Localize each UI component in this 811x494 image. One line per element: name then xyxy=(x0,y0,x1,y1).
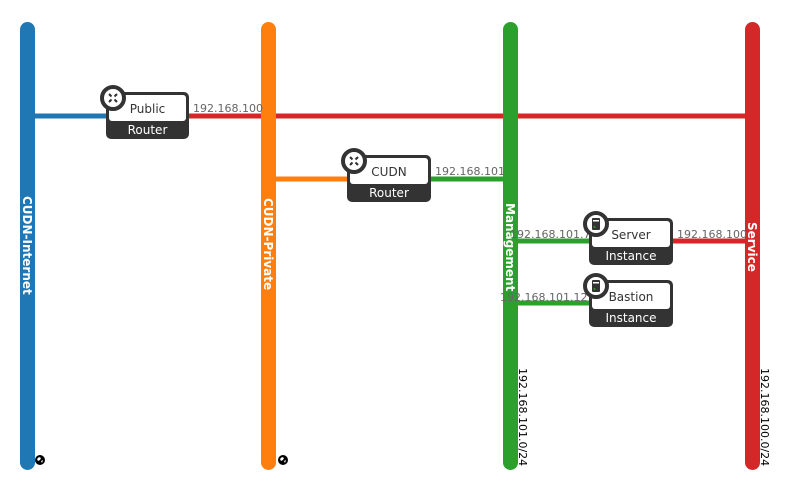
ip-labels-layer: 192.168.100 192.168.101 192.168.101.7 19… xyxy=(193,102,747,304)
server-icon xyxy=(583,211,609,237)
network-cudn-internet[interactable]: CUDN-Internet xyxy=(20,22,45,470)
network-cidr: 192.168.100.0/24 xyxy=(758,368,771,466)
device-name-area xyxy=(592,283,670,309)
ip-label: 192.168.101 xyxy=(435,165,505,178)
ip-label: 192.168.100 xyxy=(677,228,747,241)
device-name: Public xyxy=(130,102,166,116)
ip-label: 192.168.100 xyxy=(193,102,263,115)
network-bar[interactable] xyxy=(745,22,760,470)
device-name-area xyxy=(592,221,670,247)
network-management[interactable]: Management 192.168.101.0/24 xyxy=(503,22,529,470)
device-public-router[interactable]: Public Router xyxy=(100,85,189,139)
ip-label: 192.168.101.7 xyxy=(510,228,590,241)
server-icon xyxy=(583,273,609,299)
network-bar[interactable] xyxy=(261,22,276,470)
device-name: Bastion xyxy=(609,290,654,304)
network-name: CUDN-Private xyxy=(261,198,275,290)
device-type: Instance xyxy=(605,249,656,263)
router-icon xyxy=(100,85,126,111)
device-name: Server xyxy=(611,228,650,242)
device-name-area xyxy=(109,95,186,121)
device-name-area xyxy=(350,158,428,184)
network-cudn-private[interactable]: CUDN-Private xyxy=(261,22,288,470)
network-bar[interactable] xyxy=(503,22,518,470)
links-layer xyxy=(27,113,752,306)
network-name: Service xyxy=(745,222,759,272)
device-type: Router xyxy=(369,186,409,200)
devices-layer: Public Router CUDN Router Server xyxy=(100,85,673,327)
device-cudn-router[interactable]: CUDN Router xyxy=(341,148,431,202)
network-name: CUDN-Internet xyxy=(20,196,34,295)
network-name: Management xyxy=(503,203,517,292)
network-cidr: 192.168.101.0/24 xyxy=(516,368,529,466)
network-service[interactable]: Service 192.168.100.0/24 xyxy=(745,22,771,470)
device-bastion-instance[interactable]: Bastion Instance xyxy=(583,273,673,327)
globe-icon xyxy=(278,455,288,465)
device-name: CUDN xyxy=(371,165,406,179)
networks-layer: CUDN-Internet CUDN-Private Management 19… xyxy=(20,22,771,470)
ip-label: 192.168.101.12 xyxy=(500,291,587,304)
globe-icon xyxy=(35,455,45,465)
device-server-instance[interactable]: Server Instance xyxy=(583,211,673,265)
device-type: Router xyxy=(128,123,168,137)
router-icon xyxy=(341,148,367,174)
device-type: Instance xyxy=(605,311,656,325)
network-bar[interactable] xyxy=(20,22,35,470)
